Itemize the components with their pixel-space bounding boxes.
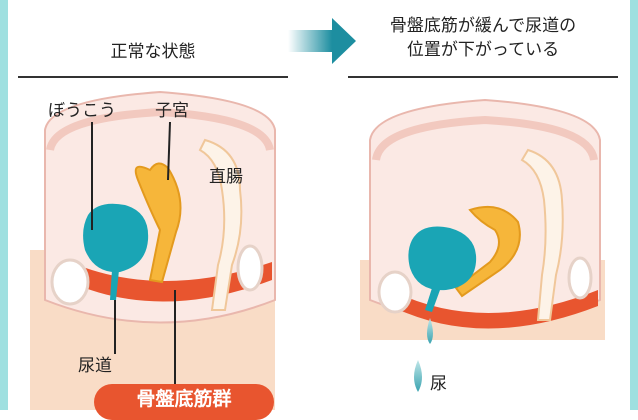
right-heading-line2: 位置が下がっている xyxy=(406,40,560,60)
right-panel-heading: 骨盤底筋が緩んで尿道の 位置が下がっている xyxy=(348,14,618,62)
right-urethra xyxy=(425,288,440,312)
diagram-illustration xyxy=(30,18,605,410)
left-heading-divider xyxy=(18,76,288,78)
right-heading-line1: 骨盤底筋が緩んで尿道の xyxy=(389,16,577,36)
rectum-label: 直腸 xyxy=(209,167,243,187)
left-urethra xyxy=(110,270,119,300)
bladder-label: ぼうこう xyxy=(48,101,116,121)
urethra-label: 尿道 xyxy=(78,356,112,376)
urine-label: 尿 xyxy=(430,374,447,394)
left-panel-heading: 正常な状態 xyxy=(110,42,196,62)
right-pelvis-illustration xyxy=(360,98,605,392)
left-bladder xyxy=(83,203,149,273)
urine-drop-upper xyxy=(427,318,433,344)
right-bladder xyxy=(408,226,477,291)
left-frame-border xyxy=(0,0,8,410)
right-rectum xyxy=(520,148,564,321)
left-rectum xyxy=(198,138,243,311)
pelvic-floor-muscles-label: 骨盤底筋群 xyxy=(94,384,274,420)
right-uterus xyxy=(454,206,521,298)
left-uterus xyxy=(134,162,182,284)
uterus-label: 子宮 xyxy=(155,101,189,121)
urine-drop-lower xyxy=(414,360,422,392)
right-frame-border xyxy=(630,0,638,410)
left-pelvis-illustration xyxy=(30,90,276,410)
right-heading-divider xyxy=(348,76,618,78)
transition-arrow xyxy=(288,18,356,64)
